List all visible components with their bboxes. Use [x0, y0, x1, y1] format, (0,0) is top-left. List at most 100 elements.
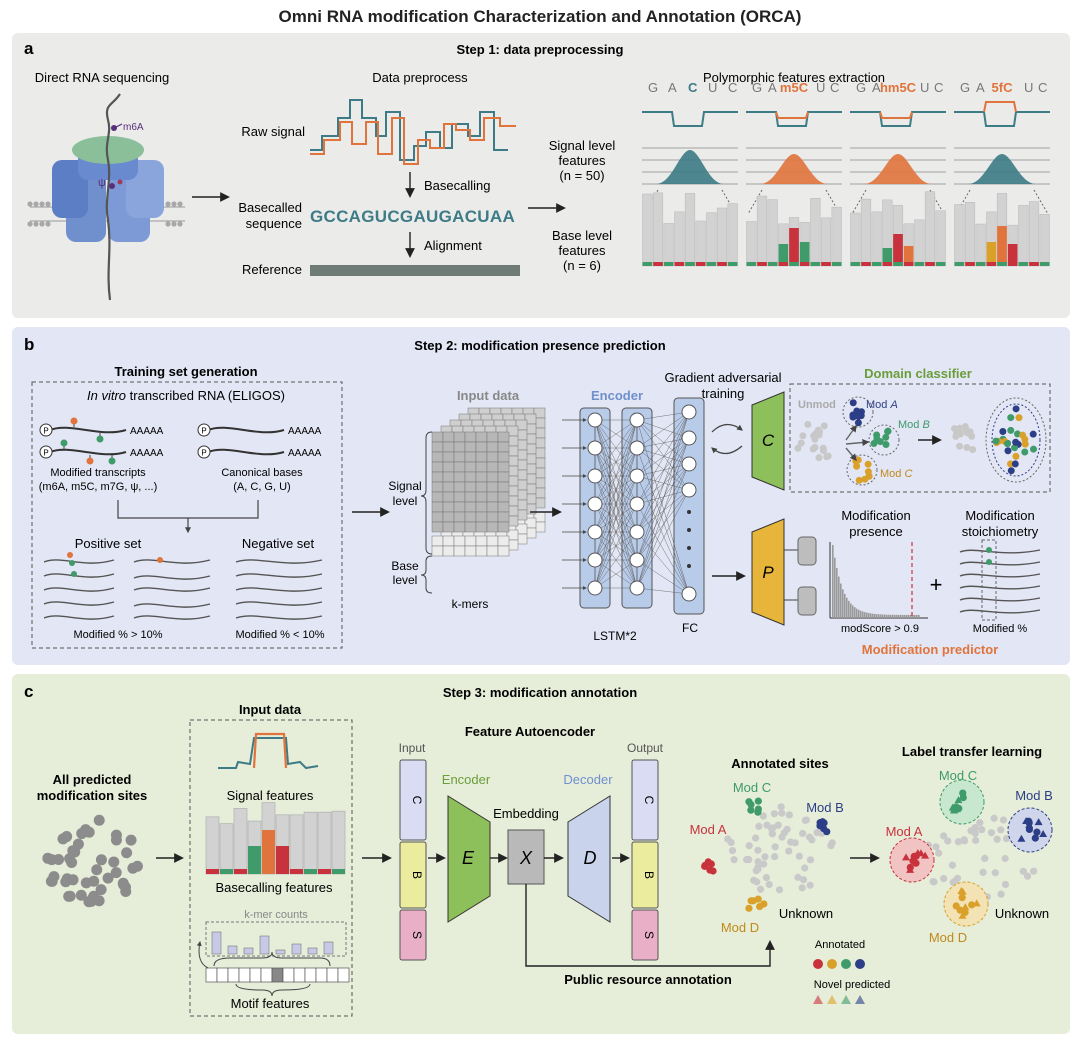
grid-cell — [486, 471, 499, 483]
motif-cell — [216, 967, 229, 983]
canonical-label: Canonical bases — [221, 467, 303, 479]
base-feature-bar — [674, 211, 685, 267]
zoom-line — [721, 189, 737, 215]
base-feature-tick — [965, 262, 975, 266]
read-wave — [133, 559, 211, 564]
site-dot — [1023, 872, 1032, 880]
grid-cell — [431, 431, 444, 443]
hist-bar — [858, 609, 860, 618]
grid-cell — [431, 491, 444, 503]
site-dot — [759, 812, 767, 820]
basecall-mod-bar — [262, 830, 275, 874]
raw-signal-trace — [310, 99, 516, 165]
kmer-letter: A — [976, 80, 985, 95]
grid-cell — [497, 461, 510, 473]
novel-site-triangle — [954, 796, 963, 804]
grid-cell — [442, 511, 455, 523]
presence-label-2: presence — [849, 524, 902, 539]
basecalling-features-label: Basecalling features — [215, 880, 333, 895]
hist-bar — [894, 614, 896, 618]
read-wave — [959, 585, 1041, 590]
site-dot — [972, 836, 980, 845]
site-dot — [959, 793, 967, 802]
base-feature-mod-bar — [893, 234, 903, 262]
site-dot — [67, 874, 79, 886]
legend-triangle — [827, 995, 837, 1004]
signal-distribution — [656, 150, 724, 184]
base-feature-bar — [746, 221, 757, 267]
grid-cell — [486, 521, 499, 533]
basecall-bar — [289, 814, 304, 875]
edge — [636, 463, 690, 533]
reference-label: Reference — [242, 262, 302, 277]
site-dot — [771, 852, 779, 861]
site-dot — [823, 828, 831, 836]
novel-site-triangle — [921, 851, 930, 859]
input-label-c: Input — [399, 741, 426, 755]
mod-b-label-c2: Mod B — [1015, 788, 1053, 803]
basecalled-label-2: sequence — [246, 216, 302, 231]
site-dot — [760, 900, 768, 908]
grid-cell — [453, 451, 466, 463]
edge — [636, 531, 690, 595]
lipid-head — [33, 221, 39, 227]
kmer-mod-letter: hm5C — [880, 80, 917, 95]
basecall-tick — [290, 869, 303, 874]
mixed-mod-dot — [992, 437, 1000, 445]
basecall-mod-bar — [276, 846, 289, 874]
basecall-bar — [331, 810, 346, 875]
predictor-title: Modification predictor — [862, 642, 999, 657]
embedding-box — [507, 829, 545, 885]
site-dot — [930, 878, 938, 886]
base-feature-tick — [778, 262, 789, 266]
input-data-box-c — [189, 719, 353, 1017]
panel-c-step-title: Step 3: modification annotation — [443, 685, 637, 700]
site-dot — [801, 864, 809, 872]
legend-symbols — [813, 959, 865, 1004]
grid-cell — [453, 471, 466, 483]
mixed-mod-dot — [1007, 467, 1015, 475]
mod-dot — [96, 435, 104, 443]
base-feature-bar — [684, 193, 696, 267]
site-dot — [46, 854, 58, 866]
grid-cell — [442, 441, 455, 453]
grid-cell — [475, 451, 488, 463]
input-data-grid — [431, 407, 546, 557]
gradient-label-1: Gradient adversarial — [664, 370, 781, 385]
d-letter: D — [584, 848, 597, 868]
site-dot — [971, 829, 979, 837]
edge — [636, 489, 690, 505]
unmod-dot — [809, 445, 817, 453]
polymorphic-title: Polymorphic features extraction — [703, 70, 885, 85]
edge — [636, 463, 690, 589]
output-label-c: Output — [627, 741, 664, 755]
hist-bar — [888, 614, 890, 618]
basecalled-sequence: GCCAGUCGAUGACUAA — [310, 207, 515, 226]
kmer-letter: C — [830, 80, 839, 95]
lipid-head — [39, 201, 45, 207]
stoich-window — [981, 539, 997, 621]
site-dot — [701, 862, 709, 870]
read-wave — [133, 587, 211, 592]
kmer-letter: U — [920, 80, 929, 95]
grid-cell — [497, 451, 510, 463]
training-set-title: Training set generation — [114, 364, 257, 379]
mixed-mod-dot — [1015, 414, 1023, 422]
novel-site-triangle — [1034, 818, 1043, 826]
adversarial-arrow-top — [711, 423, 743, 433]
zoom-line — [747, 189, 763, 215]
mixed-mod-dot — [1019, 431, 1027, 439]
edge — [636, 447, 690, 491]
mod-dot — [108, 457, 116, 465]
base-feature-tick — [914, 262, 925, 266]
site-dot — [794, 873, 802, 881]
site-dot — [121, 847, 133, 859]
edge — [636, 411, 690, 477]
kmer-letter: U — [816, 80, 825, 95]
hist-bar — [850, 603, 852, 618]
novel-predicted-label: Novel predicted — [814, 979, 890, 991]
base-feature-tick — [831, 262, 842, 266]
motif-cell — [227, 967, 240, 983]
edge — [636, 437, 690, 477]
input-segment-s — [399, 909, 427, 961]
